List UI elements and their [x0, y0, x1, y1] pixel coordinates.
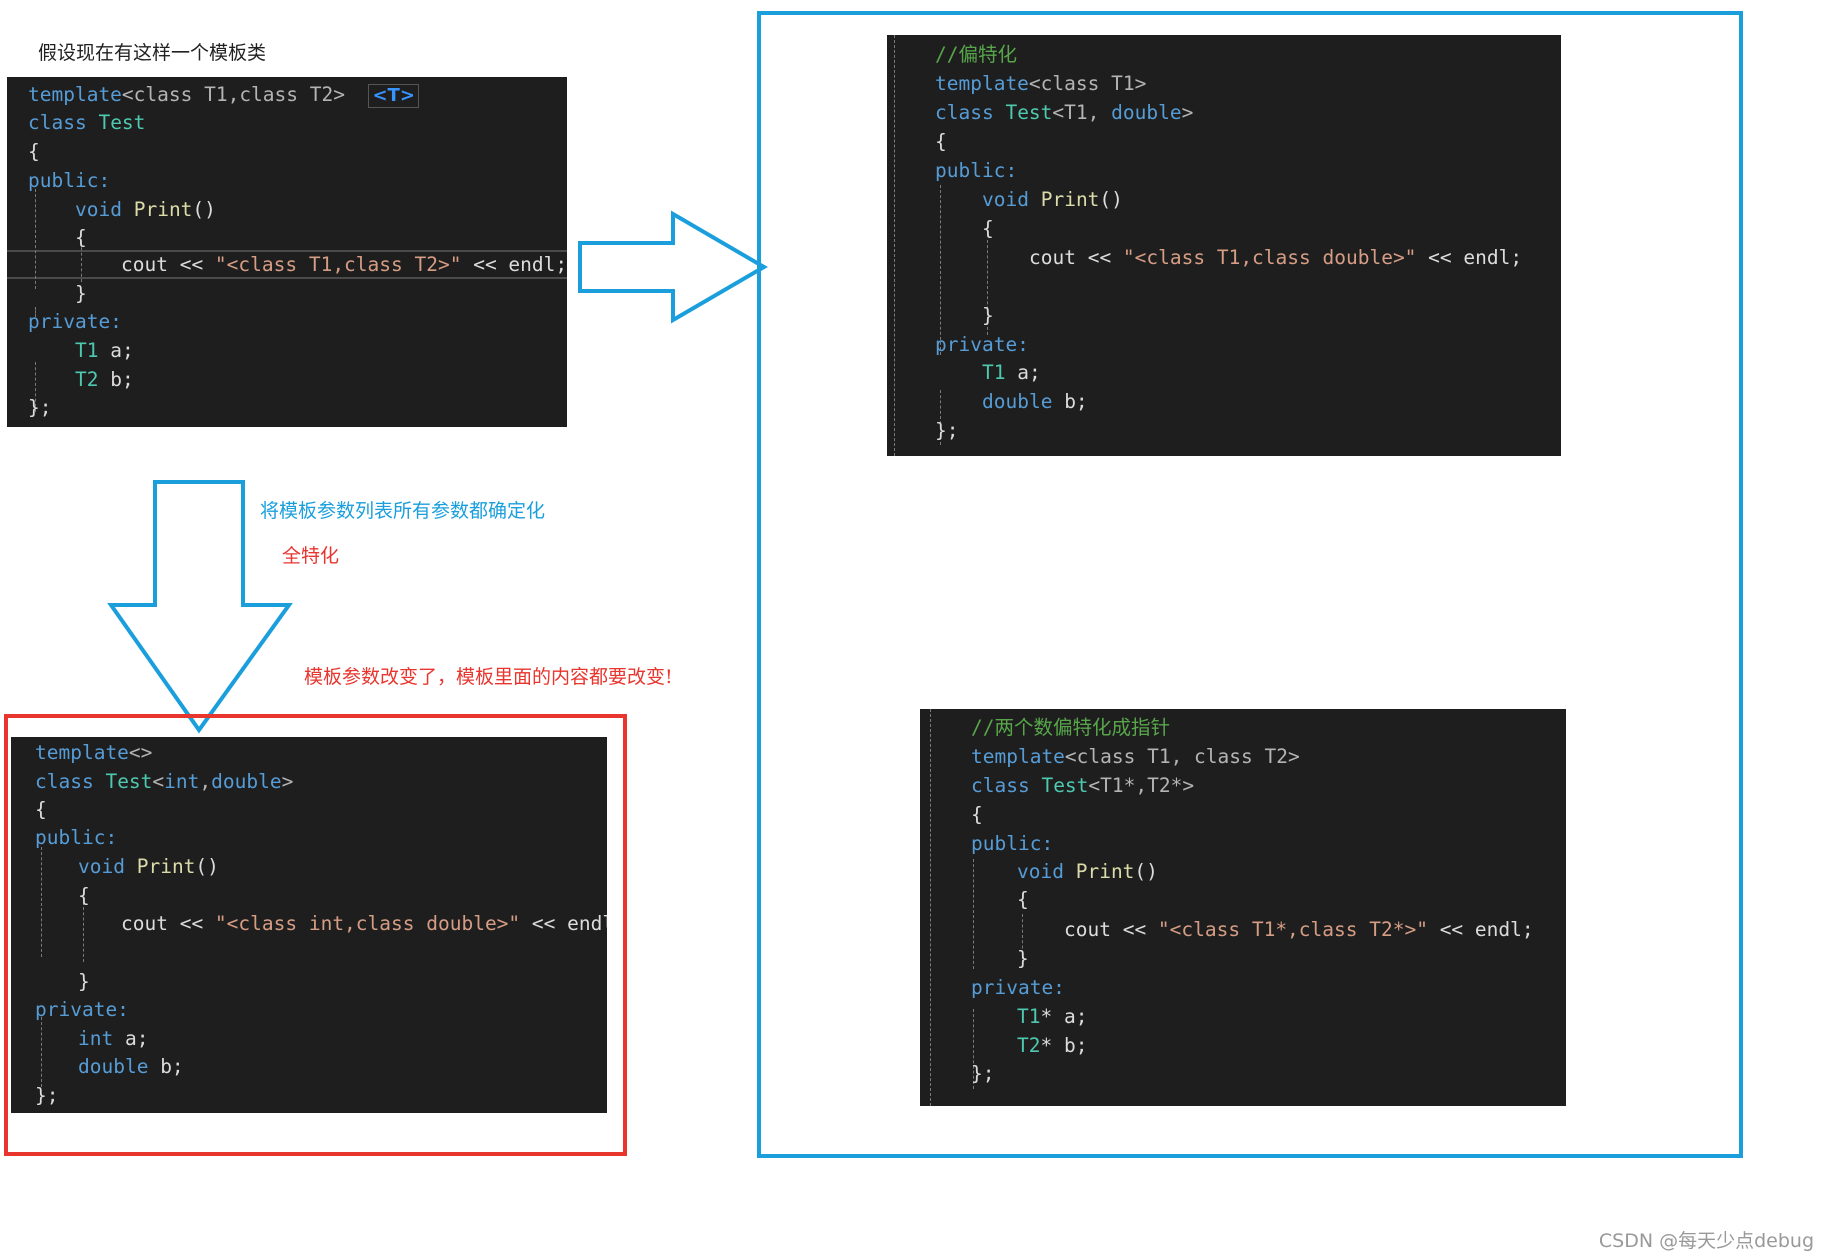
partial-specialization-code: //偏特化 template<class T1> class Test<T1, … [887, 35, 1561, 456]
code-line: }; [35, 1084, 59, 1107]
code-line: private: [971, 976, 1065, 999]
intro-caption: 假设现在有这样一个模板类 [38, 42, 267, 64]
indent-guide [35, 307, 36, 317]
code-line: class Test<int,double> [35, 770, 294, 793]
indent-guide [894, 35, 895, 456]
code-line: { [935, 130, 947, 153]
partial-specialization-frame [757, 11, 1743, 1158]
code-line: } [1017, 947, 1029, 970]
code-line: T1 a; [75, 339, 134, 362]
code-line: //偏特化 [935, 43, 1017, 66]
code-line: double b; [78, 1055, 184, 1078]
code-line: void Print() [1017, 860, 1158, 883]
full-specialization-label: 全特化 [282, 545, 340, 567]
code-line: T1* a; [1017, 1005, 1088, 1028]
code-line: private: [28, 310, 122, 333]
code-line: T2 b; [75, 368, 134, 391]
code-line: cout << "<class int,class double>" << en… [121, 912, 607, 935]
code-line: cout << "<class T1,class double>" << end… [1029, 246, 1523, 269]
code-line: } [75, 282, 87, 305]
indent-guide [940, 185, 941, 355]
code-line: class Test<T1*,T2*> [971, 774, 1195, 797]
template-change-note: 模板参数改变了，模板里面的内容都要改变! [304, 666, 673, 688]
code-line: private: [935, 333, 1029, 356]
current-line-highlight [7, 250, 567, 279]
code-line: { [75, 226, 87, 249]
code-line: { [971, 803, 983, 826]
code-line: double b; [982, 390, 1088, 413]
code-line: cout << "<class T1,class T2>" << endl; [121, 253, 567, 276]
down-arrow-icon [107, 480, 293, 734]
code-line: void Print() [982, 188, 1123, 211]
original-template-code: template<class T1,class T2> <T> class Te… [7, 77, 567, 427]
code-line: } [982, 304, 994, 327]
code-line: //两个数偏特化成指针 [971, 716, 1170, 739]
indent-guide [81, 242, 82, 282]
indent-guide [1022, 914, 1023, 959]
code-line: template<class T1,class T2> <T> [28, 80, 419, 109]
indent-guide [987, 240, 988, 335]
code-line: T1 a; [982, 361, 1041, 384]
code-line: }; [935, 419, 959, 442]
code-line: { [982, 217, 994, 240]
code-line: class Test<T1, double> [935, 101, 1194, 124]
full-specialization-frame [4, 714, 627, 1156]
indent-guide [41, 847, 42, 957]
indent-guide [930, 709, 931, 1106]
full-specialization-description: 将模板参数列表所有参数都确定化 [260, 500, 546, 522]
code-line: }; [28, 396, 52, 419]
watermark: CSDN @每天少点debug [1598, 1230, 1814, 1252]
code-line: { [1017, 888, 1029, 911]
code-line: { [28, 140, 40, 163]
indent-guide [41, 1017, 42, 1087]
code-line: private: [35, 998, 129, 1021]
code-line: class Test [28, 111, 146, 134]
code-line: public: [971, 832, 1054, 855]
indent-guide [35, 362, 36, 412]
code-line: public: [35, 826, 118, 849]
code-line: void Print() [78, 855, 219, 878]
code-line: }; [971, 1062, 995, 1085]
right-arrow-icon [578, 210, 768, 324]
pointer-specialization-code: //两个数偏特化成指针 template<class T1, class T2>… [920, 709, 1566, 1106]
code-line: public: [28, 169, 111, 192]
indent-guide [83, 902, 84, 962]
full-specialization-code: template<> class Test<int,double> { publ… [11, 737, 607, 1113]
code-line: int a; [78, 1027, 149, 1050]
code-line: template<> [35, 741, 153, 764]
code-line: template<class T1, class T2> [971, 745, 1300, 768]
indent-guide [940, 390, 941, 445]
code-line: void Print() [75, 198, 216, 221]
code-line: } [78, 970, 90, 993]
code-line: { [35, 798, 47, 821]
code-line: public: [935, 159, 1018, 182]
code-line: { [78, 884, 90, 907]
code-line: cout << "<class T1*,class T2*>" << endl; [1064, 918, 1534, 941]
template-badge[interactable]: <T> [368, 84, 419, 108]
code-line: T2* b; [1017, 1034, 1088, 1057]
code-line: template<class T1> [935, 72, 1147, 95]
indent-guide [973, 859, 974, 969]
indent-guide [35, 189, 36, 289]
indent-guide [973, 1009, 974, 1089]
